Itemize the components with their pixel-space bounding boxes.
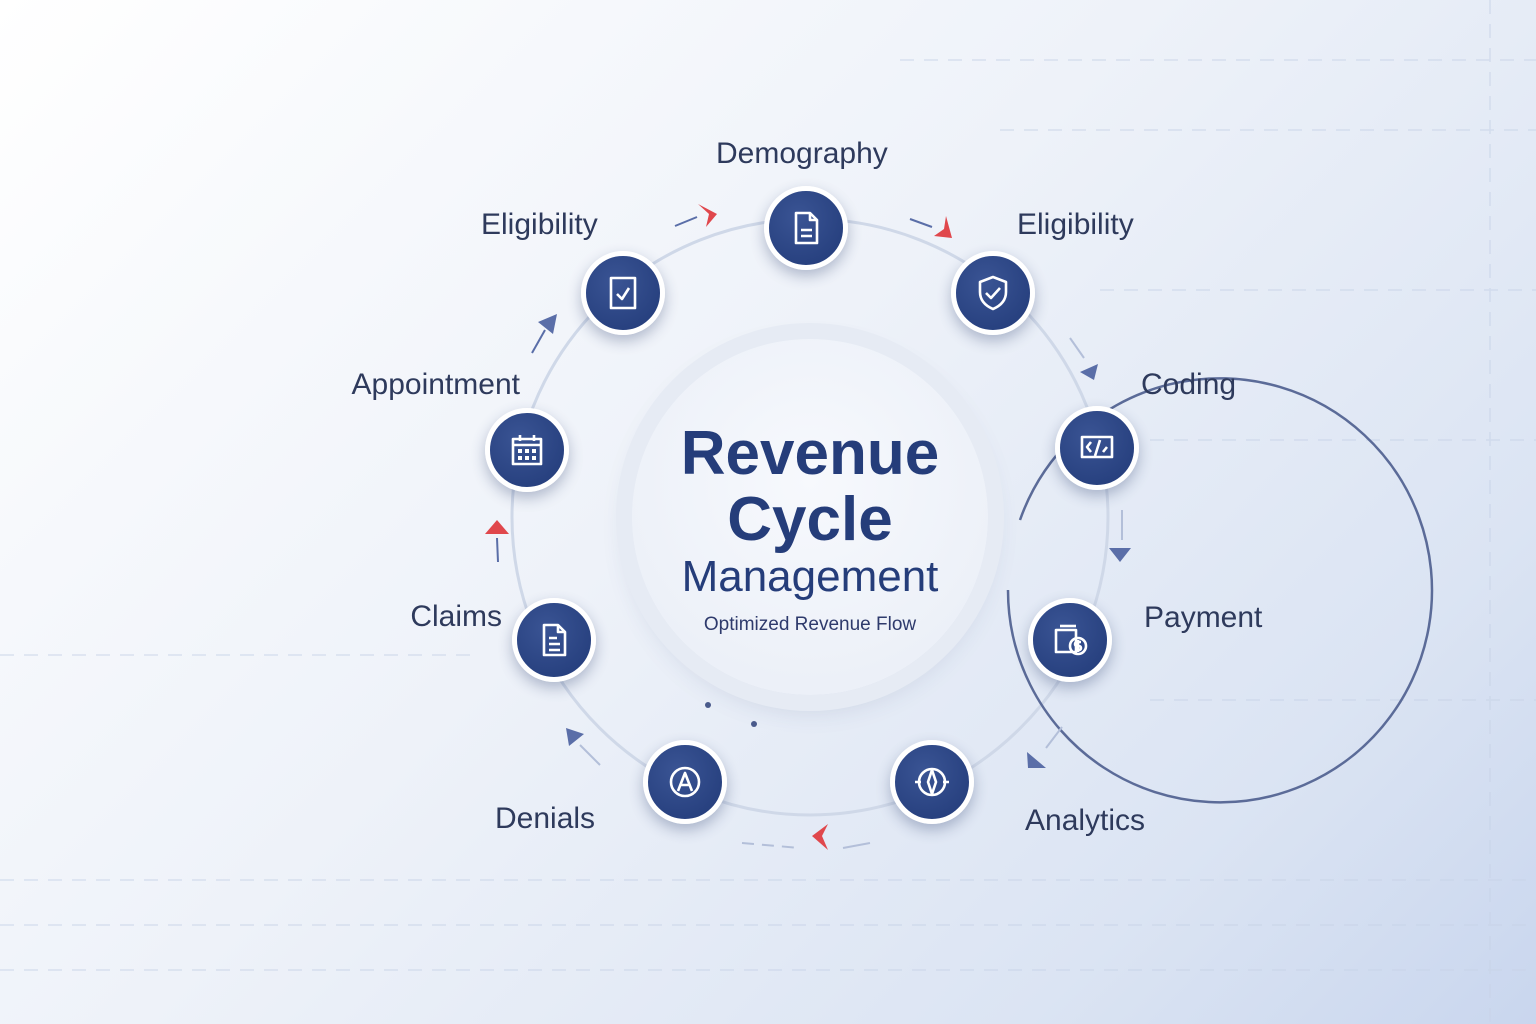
code-screen-icon	[1080, 435, 1114, 459]
a-circle-icon	[669, 766, 701, 798]
stage-node-demography[interactable]	[764, 186, 848, 270]
inner-ring-arc	[1006, 377, 1434, 804]
calendar-icon	[511, 435, 543, 466]
center-title-line1: Revenue	[680, 419, 940, 488]
stage-label-eligibility-left: Eligibility	[481, 208, 598, 241]
stage-node-eligibility-right[interactable]	[951, 251, 1035, 335]
document-icon	[794, 211, 819, 245]
stage-node-eligibility-left[interactable]	[581, 251, 665, 335]
arrow-red	[812, 824, 828, 850]
arrow-blue	[1109, 548, 1131, 562]
stage-label-denials: Denials	[495, 802, 596, 835]
arrow-red	[698, 204, 717, 227]
stage-node-appointment[interactable]	[485, 408, 569, 492]
arrow-red	[485, 520, 509, 534]
stage-label-demography: Demography	[716, 137, 888, 170]
stage-label-eligibility-right: Eligibility	[1017, 208, 1134, 241]
center-title-line2: Cycle	[727, 485, 893, 554]
shield-check-icon	[978, 275, 1008, 311]
arrow-blue	[538, 314, 557, 334]
arrow-blue	[566, 728, 584, 746]
stage-node-analytics[interactable]	[890, 740, 974, 824]
stage-label-coding: Coding	[1141, 368, 1237, 401]
arrow-blue	[1080, 364, 1098, 380]
checklist-icon	[609, 276, 637, 310]
stage-label-claims: Claims	[410, 600, 502, 633]
compass-icon	[915, 767, 949, 797]
wallet-dollar-icon	[1054, 624, 1088, 656]
center-disc	[632, 339, 988, 695]
arrow-red	[934, 216, 952, 238]
stage-label-appointment: Appointment	[351, 368, 520, 401]
arrow-blue	[1027, 752, 1046, 768]
stage-label-payment: Payment	[1144, 601, 1263, 634]
stage-node-payment[interactable]	[1028, 598, 1112, 682]
center-title-line3: Management	[681, 552, 939, 601]
center-subtitle: Optimized Revenue Flow	[703, 614, 917, 635]
document-lines-icon	[542, 623, 567, 657]
flow-arrows	[485, 204, 1131, 850]
stage-node-claims[interactable]	[512, 598, 596, 682]
stage-label-analytics: Analytics	[1025, 804, 1146, 837]
stage-node-denials[interactable]	[643, 740, 727, 824]
stage-node-coding[interactable]	[1055, 406, 1139, 490]
